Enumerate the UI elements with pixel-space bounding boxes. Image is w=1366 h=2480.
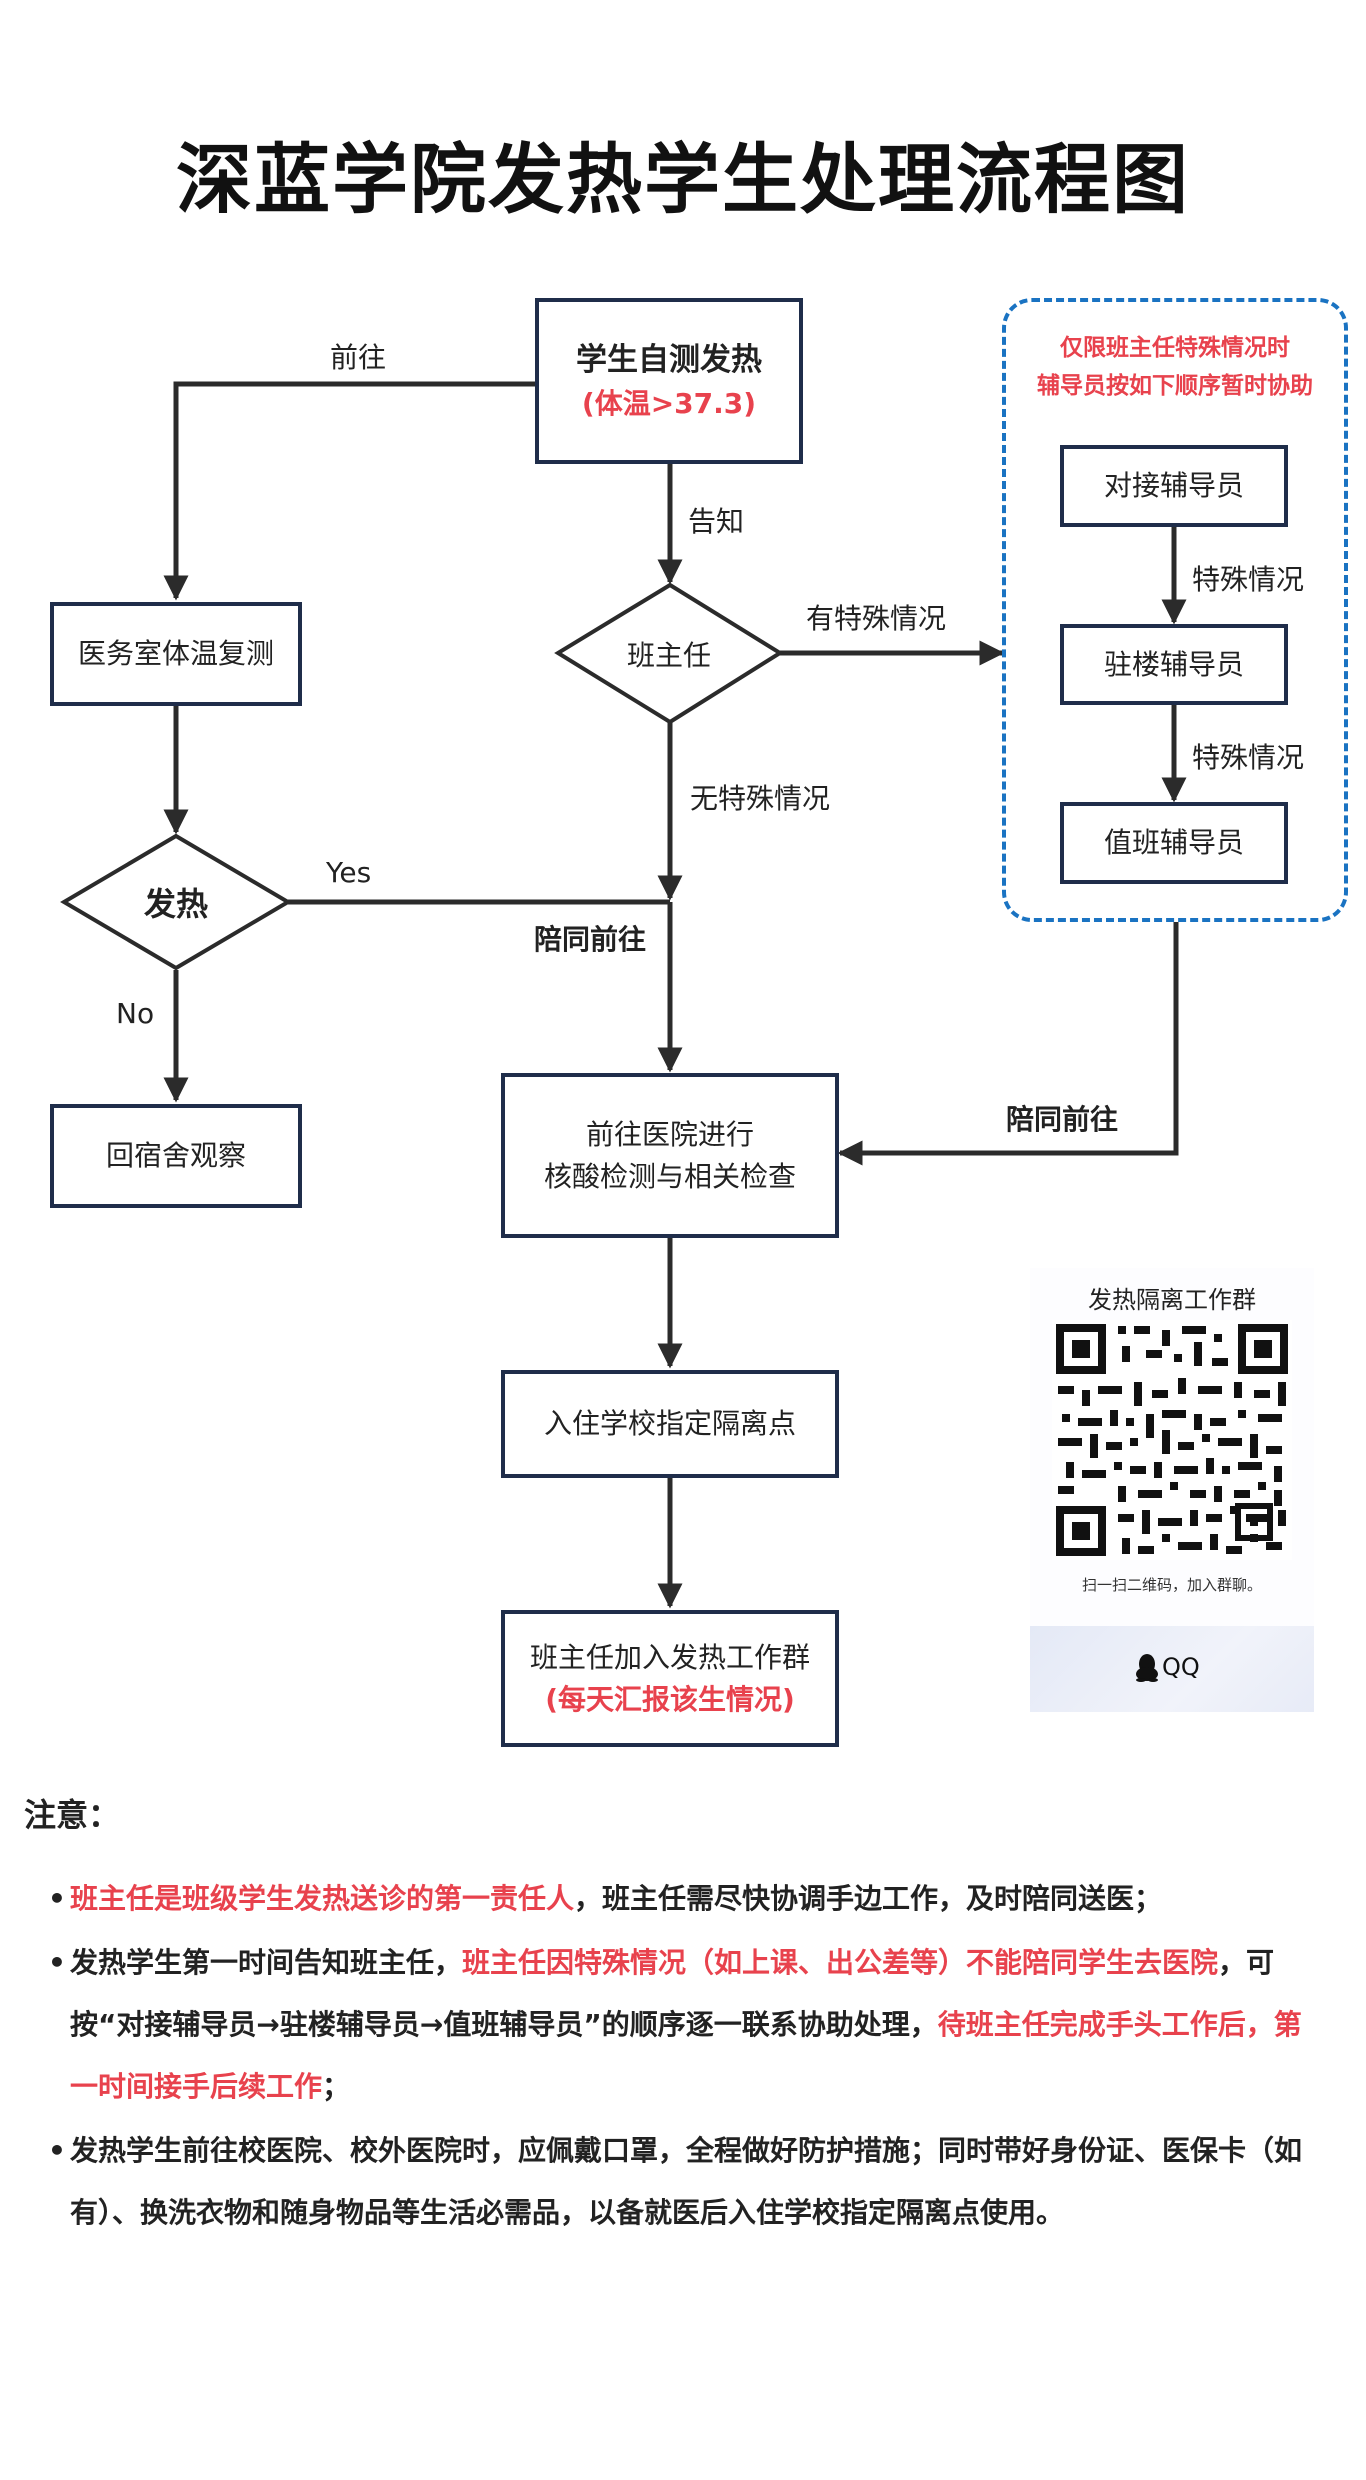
counselor-panel <box>1002 298 1348 922</box>
hospital-line1: 前往医院进行 <box>585 1117 754 1151</box>
qr-title: 发热隔离工作群 <box>1088 1286 1256 1314</box>
edge-label-yes: Yes <box>326 856 372 889</box>
edge-label-no: No <box>116 997 155 1030</box>
counselor1-node: 对接辅导员 <box>1060 445 1288 527</box>
clinic-label: 医务室体温复测 <box>77 637 274 670</box>
group-line1: 班主任加入发热工作群 <box>529 1640 810 1674</box>
counselor3-label: 值班辅导员 <box>1103 826 1244 859</box>
qq-brand: QQ <box>1134 1652 1200 1682</box>
edge-label-special-a: 特殊情况 <box>1192 563 1305 596</box>
note-2-text-c: ； <box>322 2070 351 2103</box>
note-2-text-a: 发热学生第一时间告知班主任， <box>70 1946 463 1979</box>
fever-decision-label: 发热 <box>143 885 208 923</box>
edge-label-special-b: 特殊情况 <box>1192 741 1305 774</box>
dorm-label: 回宿舍观察 <box>105 1139 246 1172</box>
note-2-text-b: ，可按“对接辅导员→驻楼辅导员→值班辅导员”的顺序逐一联系协助处理， <box>70 1946 1275 2041</box>
note-2-highlight-2: 待班主任完成手头工作后，第一时间接手后续工作 <box>70 2008 1302 2103</box>
headteacher-label: 班主任 <box>626 638 711 672</box>
qr-caption: 扫一扫二维码，加入群聊。 <box>1081 1576 1262 1594</box>
edge-label-go: 前往 <box>330 341 387 374</box>
qq-penguin-icon <box>1136 1654 1158 1682</box>
page-title: 深蓝学院发热学生处理流程图 <box>176 135 1190 224</box>
isolation-label: 入住学校指定隔离点 <box>543 1407 796 1440</box>
qr-card: 发热隔离工作群 扫一扫二维码，加入群聊。 <box>1030 1268 1314 1712</box>
panel-line1: 仅限班主任特殊情况时 <box>1060 335 1290 361</box>
qq-label: QQ <box>1162 1653 1200 1681</box>
bullet-icon: • <box>48 1946 66 1979</box>
start-node: 学生自测发热 (体温>37.3) <box>535 298 803 464</box>
edge-panel-to-hospital <box>837 922 1179 1166</box>
note-3-text: 发热学生前往校医院、校外医院时，应佩戴口罩，全程做好防护措施；同时带好身份证、医… <box>70 2134 1303 2229</box>
bullet-icon: • <box>48 1882 66 1915</box>
dorm-node: 回宿舍观察 <box>50 1104 302 1208</box>
edge-label-accompany-right: 陪同前往 <box>1006 1103 1119 1136</box>
clinic-node: 医务室体温复测 <box>50 602 302 706</box>
note-2-highlight-1: 班主任因特殊情况（如上课、出公差等）不能陪同学生去医院 <box>462 1946 1219 1979</box>
note-2: • 发热学生第一时间告知班主任，班主任因特殊情况（如上课、出公差等）不能陪同学生… <box>48 1932 1328 2118</box>
hospital-node: 前往医院进行 核酸检测与相关检查 <box>501 1073 839 1238</box>
edge-label-special: 有特殊情况 <box>806 602 947 635</box>
bullet-icon: • <box>48 2134 66 2167</box>
counselor2-label: 驻楼辅导员 <box>1103 647 1244 681</box>
headteacher-diamond <box>554 582 784 725</box>
panel-line2: 辅导员按如下顺序暂时协助 <box>1037 372 1313 399</box>
start-temperature: (体温>37.3) <box>581 387 757 421</box>
counselor-panel-heading: 仅限班主任特殊情况时 辅导员按如下顺序暂时协助 <box>1010 330 1340 406</box>
edge-label-no-special: 无特殊情况 <box>690 782 831 815</box>
start-title: 学生自测发热 <box>576 341 762 378</box>
group-line2: (每天汇报该生情况) <box>545 1682 795 1716</box>
group-node: 班主任加入发热工作群 (每天汇报该生情况) <box>501 1610 839 1747</box>
notes-heading: 注意： <box>24 1796 121 1834</box>
edge-start-to-clinic <box>163 381 535 601</box>
counselor3-node: 值班辅导员 <box>1060 802 1288 884</box>
note-1-highlight: 班主任是班级学生发热送诊的第一责任人 <box>70 1882 575 1915</box>
isolation-node: 入住学校指定隔离点 <box>501 1370 839 1478</box>
counselor1-label: 对接辅导员 <box>1103 469 1244 502</box>
edge-label-accompany-left: 陪同前往 <box>534 923 647 956</box>
counselor2-node: 驻楼辅导员 <box>1060 624 1288 705</box>
qr-footer: QQ <box>1030 1626 1314 1712</box>
note-1-text: ，班主任需尽快协调手边工作，及时陪同送医； <box>574 1882 1163 1915</box>
hospital-line2: 核酸检测与相关检查 <box>543 1159 796 1193</box>
note-3: • 发热学生前往校医院、校外医院时，应佩戴口罩，全程做好防护措施；同时带好身份证… <box>48 2120 1328 2244</box>
qr-code-icon <box>1052 1320 1292 1560</box>
fever-diamond <box>60 833 292 971</box>
note-1: • 班主任是班级学生发热送诊的第一责任人，班主任需尽快协调手边工作，及时陪同送医… <box>48 1868 1328 1930</box>
edge-label-notify: 告知 <box>688 505 745 538</box>
